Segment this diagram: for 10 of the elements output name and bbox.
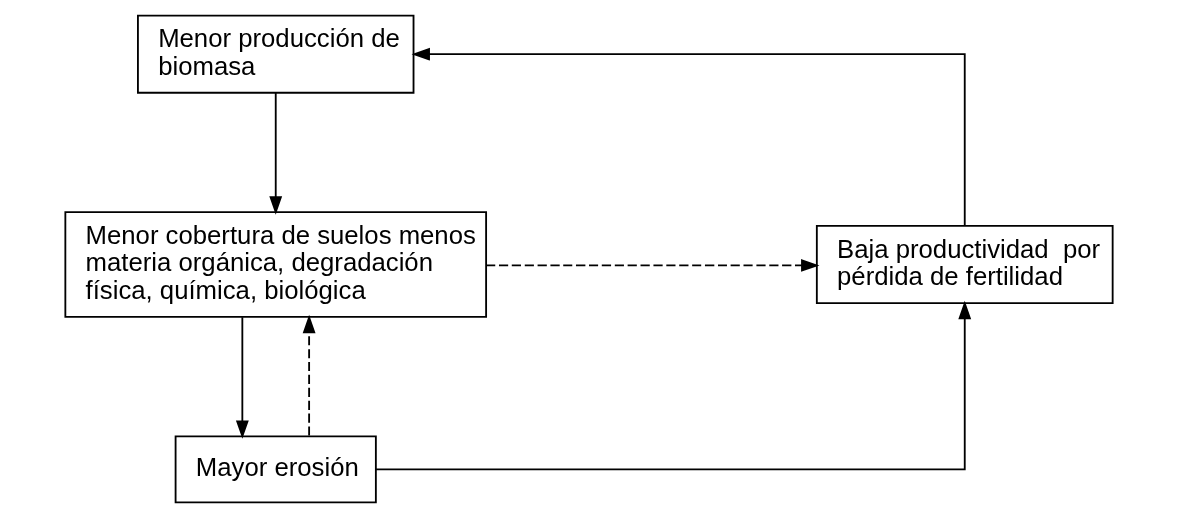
node-box: Menor producción de biomasa — [137, 14, 415, 94]
node-box: Mayor erosión — [174, 435, 377, 504]
arrow — [235, 316, 249, 439]
arrow — [485, 259, 820, 272]
arrow — [302, 314, 316, 437]
node-box: Baja productividad por pérdida de fertilidad — [815, 225, 1114, 305]
arrow — [375, 300, 972, 471]
node-box: Menor cobertura de suelos menos materia orgánica, degradación física, química, biológica — [64, 211, 488, 318]
arrow — [411, 47, 966, 227]
arrow — [269, 91, 283, 215]
